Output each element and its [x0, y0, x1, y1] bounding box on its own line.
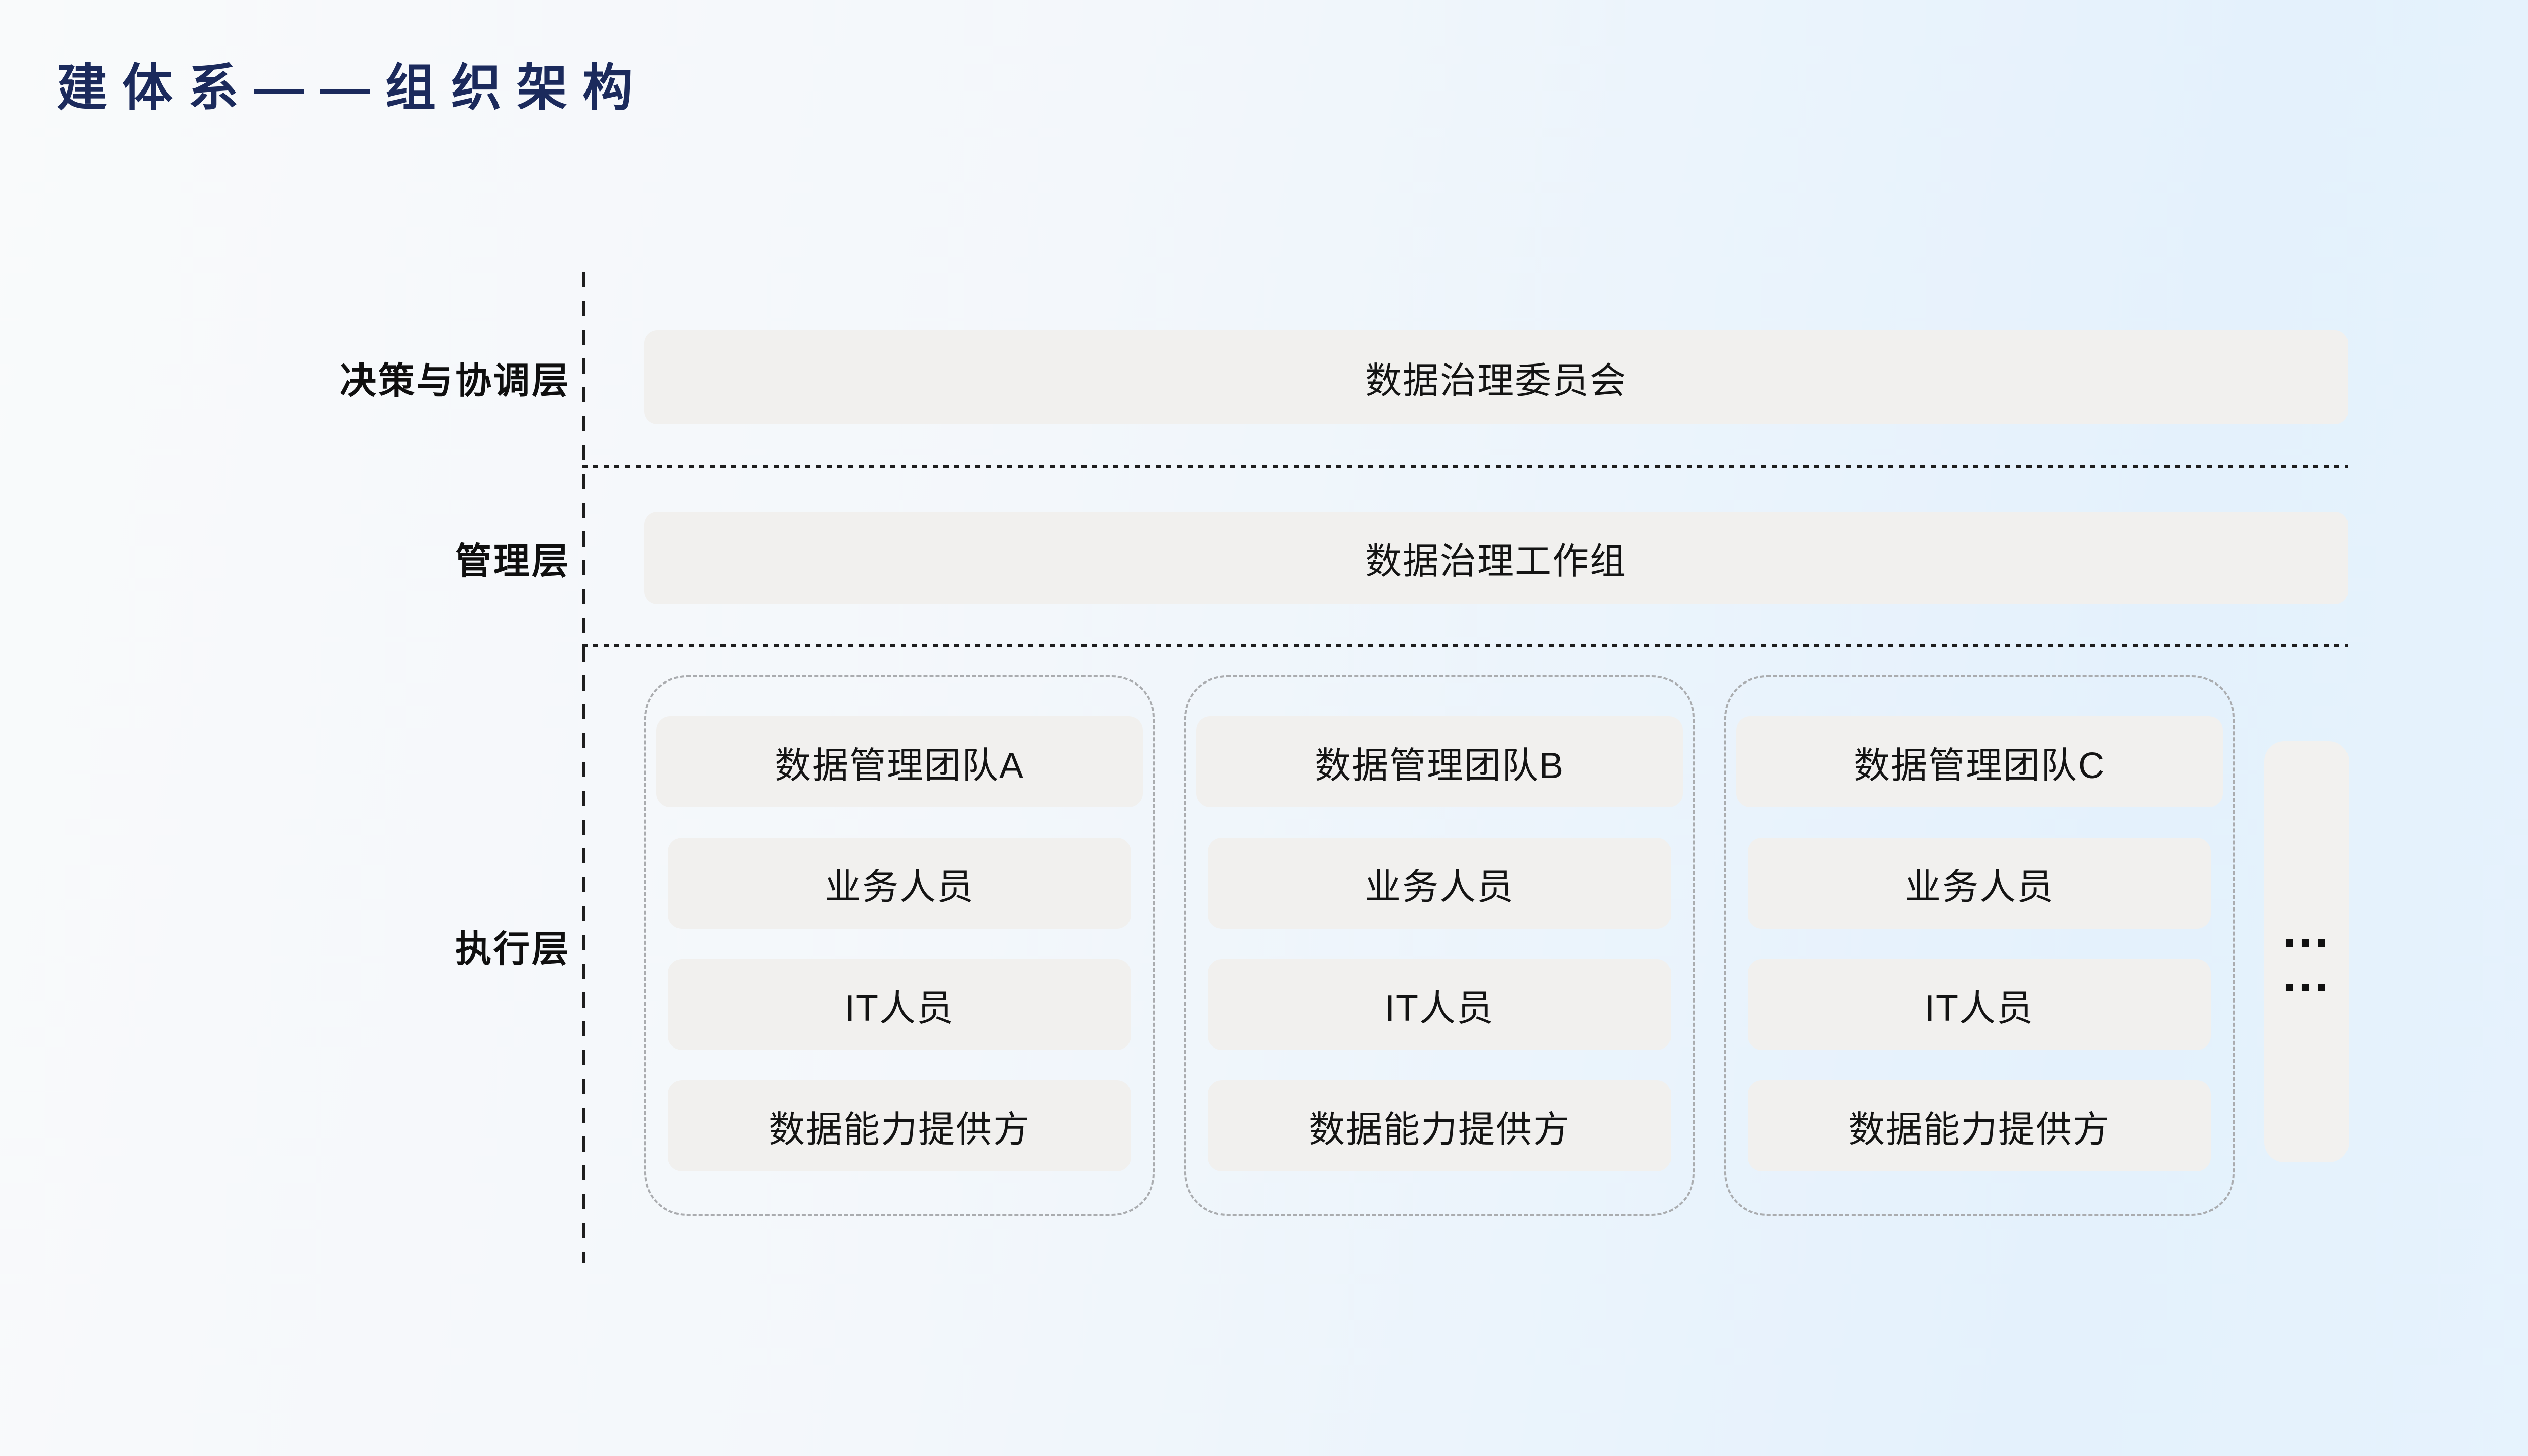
- layer-label-execution: 执行层: [455, 929, 570, 970]
- layer-label-management: 管理层: [455, 541, 570, 582]
- layer-divider-dotted-line-1: [582, 465, 2348, 468]
- team-member-box-business: 业务人员: [668, 838, 1131, 929]
- box-data-governance-committee: 数据治理委员会: [644, 330, 2348, 424]
- team-header-box: 数据管理团队A: [656, 716, 1143, 807]
- team-member-box-data-capability: 数据能力提供方: [668, 1080, 1131, 1171]
- team-member-box-it: IT人员: [1748, 959, 2211, 1050]
- more-teams-placeholder: … …: [2264, 741, 2349, 1162]
- team-member-box-it: IT人员: [1208, 959, 1671, 1050]
- team-member-box-data-capability: 数据能力提供方: [1748, 1080, 2211, 1171]
- team-header-box: 数据管理团队B: [1196, 716, 1683, 807]
- team-header-box: 数据管理团队C: [1736, 716, 2223, 807]
- team-member-box-it: IT人员: [668, 959, 1131, 1050]
- team-container-a: 数据管理团队A 业务人员 IT人员 数据能力提供方: [644, 675, 1155, 1216]
- team-member-box-business: 业务人员: [1208, 838, 1671, 929]
- box-data-governance-workgroup: 数据治理工作组: [644, 512, 2348, 604]
- ellipsis-icon: …: [2280, 901, 2333, 958]
- team-member-box-data-capability: 数据能力提供方: [1208, 1080, 1671, 1171]
- layer-label-decision: 决策与协调层: [339, 360, 570, 401]
- layer-divider-dotted-line-2: [582, 644, 2348, 647]
- layer-divider-vertical-line: [582, 272, 585, 1263]
- team-container-b: 数据管理团队B 业务人员 IT人员 数据能力提供方: [1184, 675, 1695, 1216]
- page-title: 建体系——组织架构: [57, 60, 648, 116]
- ellipsis-icon: …: [2280, 945, 2333, 1003]
- team-container-c: 数据管理团队C 业务人员 IT人员 数据能力提供方: [1724, 675, 2235, 1216]
- team-member-box-business: 业务人员: [1748, 838, 2211, 929]
